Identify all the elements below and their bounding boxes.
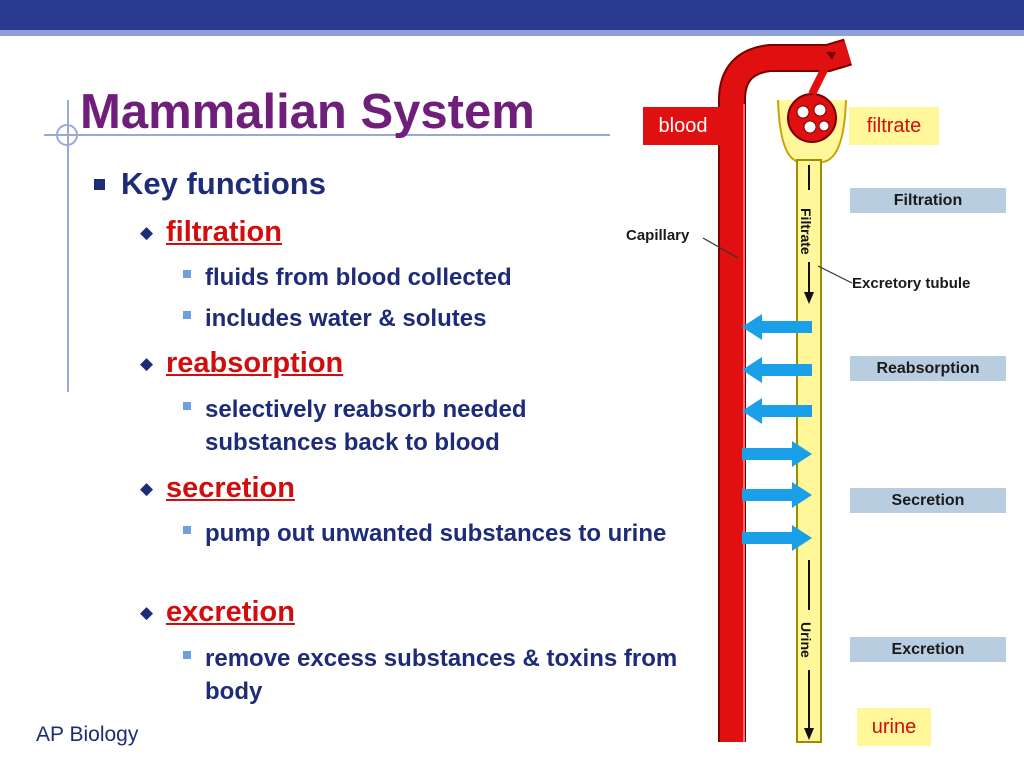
small-square-bullet-icon: [183, 526, 191, 534]
filtrate-vertical-label: Filtrate: [798, 208, 814, 255]
reabsorption-arrows: [742, 314, 812, 424]
step-reabsorption: Reabsorption: [850, 356, 1006, 381]
capillary-label: Capillary: [626, 227, 690, 244]
glomerulus: [777, 52, 847, 163]
sub-bullet-text: fluids from blood collected: [205, 264, 512, 291]
decor-crosshair-circle: [56, 124, 78, 146]
sub-bullet-text: remove excess substances & toxins from b…: [205, 645, 678, 705]
bullet-secretion: ◆ secretion: [140, 472, 295, 505]
top-accent-bar: [0, 0, 1024, 36]
excretory-tubule-label: Excretory tubule: [852, 275, 971, 292]
small-square-bullet-icon: [183, 402, 191, 410]
tubule-leader-line: [817, 265, 853, 284]
term-secretion[interactable]: secretion: [166, 472, 295, 504]
term-excretion[interactable]: excretion: [166, 596, 295, 628]
arrow-left-icon: [742, 314, 812, 340]
bullet-text: Key functions: [121, 166, 326, 201]
term-filtration[interactable]: filtration: [166, 216, 282, 248]
diamond-bullet-icon: ◆: [140, 602, 154, 622]
slide-title: Mammalian System: [80, 85, 535, 139]
arrow-right-icon: [742, 525, 812, 551]
step-filtration: Filtration: [850, 188, 1006, 213]
step-excretion: Excretion: [850, 637, 1006, 662]
sub-bullet: selectively reabsorb needed substances b…: [183, 393, 625, 459]
urine-vertical-label: Urine: [798, 622, 814, 658]
decor-horizontal-line: [44, 134, 610, 136]
blood-vessel: [718, 38, 853, 742]
bullet-excretion: ◆ excretion: [140, 596, 295, 629]
sub-bullet-text: selectively reabsorb needed substances b…: [205, 396, 527, 456]
sub-bullet-text: pump out unwanted substances to urine: [205, 520, 667, 547]
blood-label: blood: [643, 107, 723, 145]
small-square-bullet-icon: [183, 270, 191, 278]
decor-vertical-line: [67, 100, 69, 392]
sub-bullet: pump out unwanted substances to urine: [183, 517, 695, 550]
sub-bullet: remove excess substances & toxins from b…: [183, 642, 705, 708]
bullet-key-functions: Key functions: [94, 166, 326, 202]
diamond-bullet-icon: ◆: [140, 353, 154, 373]
arrow-right-icon: [742, 482, 812, 508]
sub-bullet: fluids from blood collected: [183, 261, 512, 294]
bullet-reabsorption: ◆ reabsorption: [140, 347, 343, 380]
small-square-bullet-icon: [183, 311, 191, 319]
arrow-left-icon: [742, 398, 812, 424]
footer-course-label: AP Biology: [36, 723, 139, 746]
sub-bullet-text: includes water & solutes: [205, 305, 487, 332]
diamond-bullet-icon: ◆: [140, 478, 154, 498]
arrow-right-icon: [742, 441, 812, 467]
diamond-bullet-icon: ◆: [140, 222, 154, 242]
step-secretion: Secretion: [850, 488, 1006, 513]
term-reabsorption[interactable]: reabsorption: [166, 347, 344, 379]
square-bullet-icon: [94, 178, 105, 190]
bullet-filtration: ◆ filtration: [140, 216, 282, 249]
urine-label: urine: [857, 708, 931, 746]
sub-bullet: includes water & solutes: [183, 302, 486, 335]
secretion-arrows: [742, 441, 812, 551]
small-square-bullet-icon: [183, 651, 191, 659]
capillary-leader-line: [702, 237, 739, 259]
filtrate-label: filtrate: [849, 107, 939, 145]
arrow-left-icon: [742, 357, 812, 383]
